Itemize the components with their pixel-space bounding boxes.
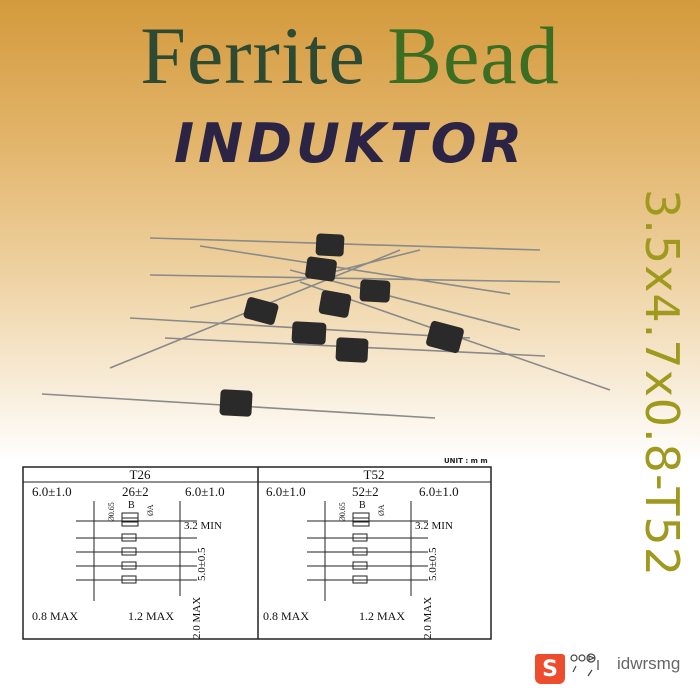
max-a: 0.8 MAX [263, 609, 309, 623]
body-diameter: ØA [377, 504, 386, 516]
diagram-panel-t26: T26 6.0±1.0 26±2 6.0±1.0 B Ø0.65 ØA 3.2 … [32, 467, 225, 639]
max-b: 1.2 MAX [128, 609, 174, 623]
max-b: 1.2 MAX [359, 609, 405, 623]
body-length: B [128, 500, 135, 511]
min-lead: 3.2 MIN [415, 520, 453, 532]
body-diameter: ØA [146, 504, 155, 516]
min-lead: 3.2 MIN [184, 520, 222, 532]
lead-right: 6.0±1.0 [185, 484, 225, 499]
store-logo-gears-icon [570, 653, 599, 677]
diagram-panel-t52: T52 6.0±1.0 52±2 6.0±1.0 B Ø0.65 ØA 3.2 … [263, 467, 459, 639]
lead-diameter: Ø0.65 [338, 502, 347, 522]
bead-bodies [219, 233, 464, 417]
product-title: Ferrite Bead [0, 6, 700, 106]
lead-left: 6.0±1.0 [266, 484, 306, 499]
spacing: 5.0±0.5 [427, 547, 439, 581]
max-c: 2.0 MAX [422, 597, 434, 639]
product-subtitle: INDUKTOR [173, 112, 527, 175]
pitch: 52±2 [352, 484, 379, 499]
dimension-diagram: T26 6.0±1.0 26±2 6.0±1.0 B Ø0.65 ØA 3.2 … [22, 466, 492, 640]
title-word-2: Bead [387, 10, 560, 101]
title-word-1: Ferrite [140, 10, 366, 101]
spacing: 5.0±0.5 [196, 547, 208, 581]
pitch: 26±2 [122, 484, 149, 499]
shopee-bag-icon: S [535, 654, 565, 684]
panel-name: T26 [130, 467, 151, 482]
unit-label: UNIT : m m [444, 457, 488, 465]
lead-right: 6.0±1.0 [419, 484, 459, 499]
max-c: 2.0 MAX [191, 597, 203, 639]
ferrite-beads-photo [41, 233, 611, 419]
max-a: 0.8 MAX [32, 609, 78, 623]
store-name: idwrsmg [617, 654, 681, 673]
lead-diameter: Ø0.65 [107, 502, 116, 522]
lead-left: 6.0±1.0 [32, 484, 72, 499]
panel-name: T52 [364, 467, 385, 482]
body-length: B [359, 500, 366, 511]
